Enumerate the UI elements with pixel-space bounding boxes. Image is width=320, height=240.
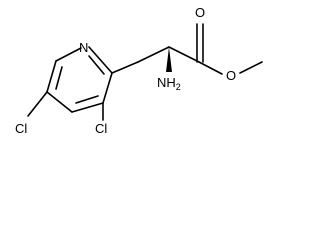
side-chain <box>27 23 263 121</box>
double-bond-n1-c2 <box>88 55 105 75</box>
bond-carbonyl-oester <box>198 61 223 75</box>
atom-label-ring-n: N <box>79 40 88 55</box>
bond-c5-c6 <box>46 60 57 93</box>
atom-label-ester-o: O <box>226 68 236 83</box>
pyridine-ring <box>46 46 113 113</box>
structure-diagram: N O O Cl Cl NH2 <box>15 5 263 136</box>
molecule-canvas: N O O Cl Cl NH2 <box>15 5 263 136</box>
bond-c5-cl <box>27 91 48 117</box>
bond-oester-methyl <box>239 61 263 74</box>
bond-ch2-calpha <box>137 46 170 63</box>
bond-c3-c4 <box>71 102 104 113</box>
atom-labels: N O O Cl Cl NH2 <box>15 5 236 136</box>
bond-c2-ch2 <box>111 61 139 74</box>
bond-calpha-carbonyl <box>168 46 200 63</box>
bond-c2-c3 <box>102 72 113 104</box>
atom-label-amine: NH2 <box>157 75 181 92</box>
bond-n1-c2 <box>88 46 113 74</box>
bond-c4-c5 <box>46 91 73 113</box>
atom-label-cl-3: Cl <box>95 121 107 136</box>
bond-c6-n1 <box>55 47 82 62</box>
atom-label-cl-5: Cl <box>15 121 27 136</box>
double-bond-c5-c6 <box>55 66 63 90</box>
double-bond-c3-c4 <box>75 95 99 104</box>
stereo-wedge <box>166 47 172 72</box>
atom-label-carbonyl-o: O <box>195 5 205 20</box>
